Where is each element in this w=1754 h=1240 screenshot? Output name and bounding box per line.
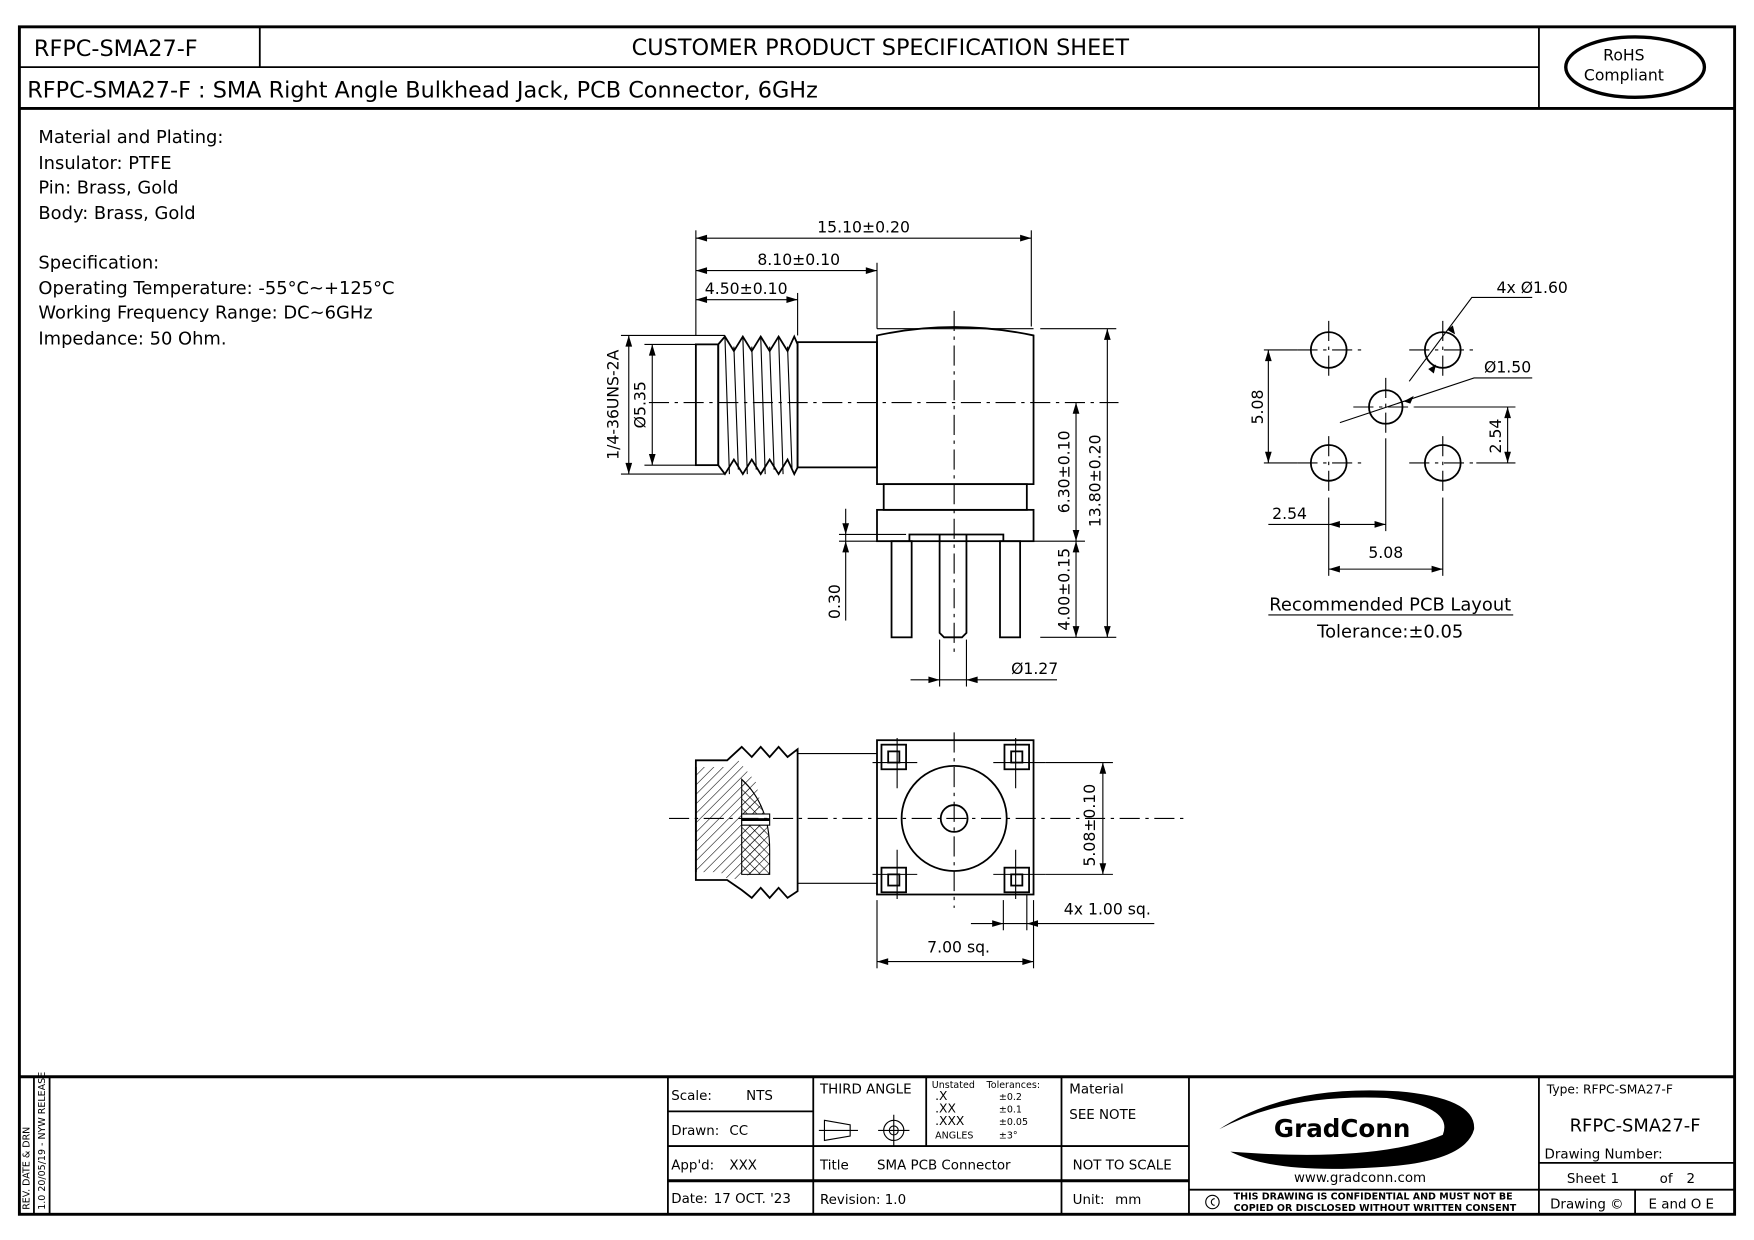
date-value: 17 OCT. '23 xyxy=(714,1192,791,1207)
projection-label: THIRD ANGLE xyxy=(819,1083,912,1098)
header-part-number: RFPC-SMA27-F xyxy=(34,36,198,62)
dim-pin-square: 4x 1.00 sq. xyxy=(1064,900,1151,919)
title-label: Title xyxy=(819,1159,849,1174)
drawing-number-label: Drawing Number: xyxy=(1545,1147,1663,1162)
tolerance-key: .XXX xyxy=(935,1114,965,1128)
dim-pin-diameter: Ø1.27 xyxy=(1011,659,1058,678)
pcb-layout: 4x Ø1.60 Ø1.50 5.08 2.54 2.54 5.08 Recom… xyxy=(1248,278,1568,642)
dim-vertical-spacing: 5.08 xyxy=(1248,390,1267,425)
third-angle-projection-icon xyxy=(818,1114,910,1147)
bottom-view xyxy=(669,732,1186,908)
side-view xyxy=(648,310,1119,655)
bottom-view-dimensions: 5.08±0.10 4x 1.00 sq. 7.00 sq. xyxy=(876,762,1155,969)
type-label: Type: RFPC-SMA27-F xyxy=(1546,1083,1673,1097)
drawn-value: CC xyxy=(729,1124,748,1139)
scale-value: NTS xyxy=(746,1089,773,1104)
sheet-label: Sheet xyxy=(1567,1172,1606,1187)
errors-omissions: E and O E xyxy=(1649,1198,1715,1213)
material-notes: Material and Plating: Insulator: PTFE Pi… xyxy=(38,127,394,349)
tolerance-value: ±3° xyxy=(999,1130,1018,1141)
dim-half-horizontal: 2.54 xyxy=(1272,504,1307,523)
gradconn-logo: GradConn xyxy=(1219,1090,1475,1169)
tolerance-value: ±0.2 xyxy=(999,1092,1022,1103)
material-label: Material xyxy=(1069,1083,1123,1098)
rohs-compliant-label: Compliant xyxy=(1584,66,1664,85)
approved-label: App'd: xyxy=(671,1159,714,1174)
dim-thread-spec: 1/4-36UNS-2A xyxy=(604,349,623,459)
logo-text: GradConn xyxy=(1274,1114,1410,1143)
frequency-spec: Working Frequency Range: DC~6GHz xyxy=(38,303,372,324)
dim-diameter: Ø5.35 xyxy=(631,381,650,428)
drawing-number: RFPC-SMA27-F xyxy=(1570,1116,1701,1137)
dim-pin-length: 4.00±0.15 xyxy=(1054,548,1073,631)
dim-total-height: 13.80±0.20 xyxy=(1086,434,1105,527)
revision-value: Revision: 1.0 xyxy=(820,1193,906,1208)
rohs-label: RoHS xyxy=(1603,45,1644,64)
side-view-dimensions: 15.10±0.20 8.10±0.10 4.50±0.10 1/4-36UNS… xyxy=(604,218,1117,687)
revision-strip-entry: 1.0 20/05/19 - NYW RELEASE xyxy=(37,1072,48,1210)
title-value: SMA PCB Connector xyxy=(877,1159,1011,1174)
tolerance-key: ANGLES xyxy=(935,1130,973,1141)
date-label: Date: xyxy=(671,1192,708,1207)
approved-value: XXX xyxy=(729,1159,757,1174)
pin-note: Pin: Brass, Gold xyxy=(38,177,178,198)
dim-body-offset: 8.10±0.10 xyxy=(757,250,840,269)
confidential-line-1: THIS DRAWING IS CONFIDENTIAL AND MUST NO… xyxy=(1234,1192,1513,1203)
product-description: RFPC-SMA27-F : SMA Right Angle Bulkhead … xyxy=(27,77,818,103)
of-label: of xyxy=(1660,1172,1673,1187)
dim-horizontal-spacing: 5.08 xyxy=(1368,543,1403,562)
scale-label: Scale: xyxy=(671,1089,712,1104)
tolerance-value: ±0.1 xyxy=(999,1105,1022,1116)
unit-value: mm xyxy=(1115,1193,1141,1208)
pcb-layout-title: Recommended PCB Layout xyxy=(1269,594,1511,615)
dim-center-hole: Ø1.50 xyxy=(1484,357,1531,376)
body-note: Body: Brass, Gold xyxy=(38,203,195,224)
dim-center-height: 6.30±0.10 xyxy=(1054,430,1073,513)
dim-thread-length: 4.50±0.10 xyxy=(705,279,788,298)
sheet-total: 2 xyxy=(1687,1172,1696,1187)
impedance-spec: Impedance: 50 Ohm. xyxy=(38,328,226,349)
dim-half-vertical: 2.54 xyxy=(1486,419,1505,454)
title-block: REV. DATE & DRN 1.0 20/05/19 - NYW RELEA… xyxy=(19,1072,1735,1215)
not-to-scale-label: NOT TO SCALE xyxy=(1073,1159,1172,1174)
sheet-frame xyxy=(17,25,1737,1216)
confidential-line-2: COPIED OR DISCLOSED WITHOUT WRITTEN CONS… xyxy=(1234,1203,1517,1214)
dim-pin-spacing: 5.08±0.10 xyxy=(1080,784,1099,867)
revision-strip-header: REV. DATE & DRN xyxy=(21,1127,32,1210)
rohs-badge: RoHS Compliant xyxy=(1564,35,1707,99)
copyright-icon xyxy=(1205,1194,1220,1210)
tolerance-value: ±0.05 xyxy=(999,1117,1028,1128)
temperature-spec: Operating Temperature: -55°C~+125°C xyxy=(38,278,394,299)
tolerance-heading: Tolerances: xyxy=(986,1080,1040,1091)
insulator-note: Insulator: PTFE xyxy=(38,153,171,174)
tolerance-key: .X xyxy=(935,1089,948,1103)
material-value: SEE NOTE xyxy=(1069,1108,1136,1123)
pcb-layout-tolerance: Tolerance:±0.05 xyxy=(1316,621,1463,642)
sheet-title: CUSTOMER PRODUCT SPECIFICATION SHEET xyxy=(632,35,1130,61)
dim-flange: 7.00 sq. xyxy=(927,938,990,957)
dim-overall-length: 15.10±0.20 xyxy=(817,218,910,237)
website: www.gradconn.com xyxy=(1294,1171,1426,1186)
tolerance-key: .XX xyxy=(935,1102,956,1116)
spec-heading: Specification: xyxy=(38,252,159,273)
sheet-number: 1 xyxy=(1610,1172,1619,1187)
tolerance-unstated: Unstated xyxy=(932,1080,975,1091)
material-heading: Material and Plating: xyxy=(38,127,223,148)
unit-label: Unit: xyxy=(1073,1193,1105,1208)
dim-standoff: 0.30 xyxy=(825,584,844,619)
dim-hole-4x: 4x Ø1.60 xyxy=(1497,278,1568,297)
drawn-label: Drawn: xyxy=(671,1124,719,1139)
drawing-copyright: Drawing © xyxy=(1550,1198,1623,1213)
